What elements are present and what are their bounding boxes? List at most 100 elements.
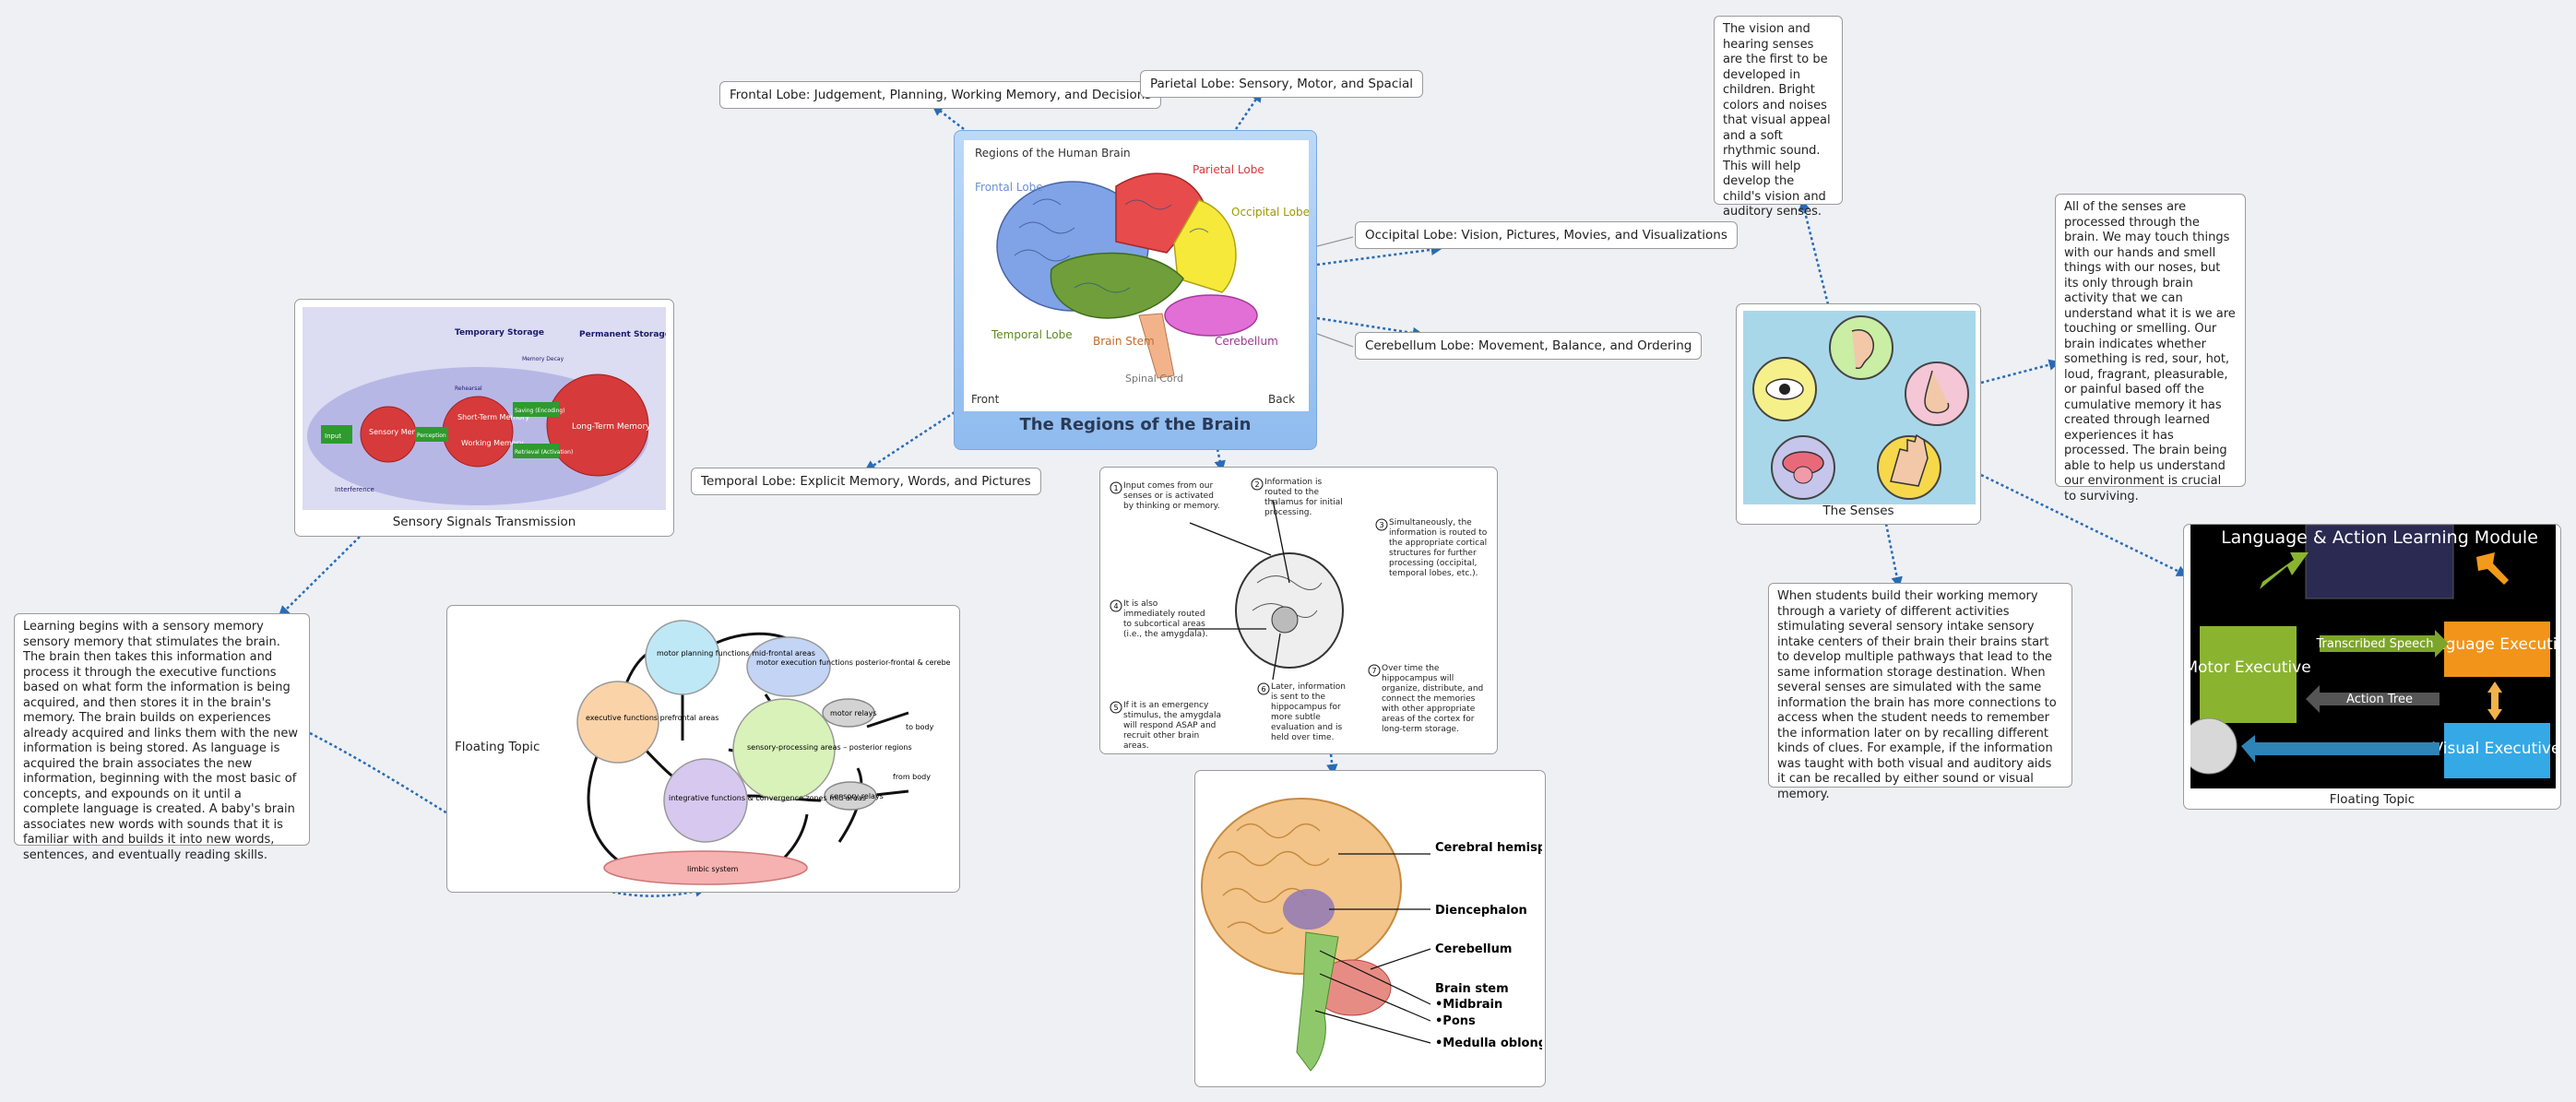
label-frontal: Frontal Lobe <box>975 181 1043 194</box>
num-6: 6 <box>1261 685 1265 693</box>
hand-icon <box>1890 433 1929 487</box>
floating-topic-module[interactable]: Language & Action Learning Module Motor … <box>2183 524 2561 810</box>
link-anatomy <box>1326 753 1338 776</box>
link-info <box>1214 448 1226 473</box>
robot-head-icon <box>2190 717 2238 775</box>
label-occipital: Occipital Lobe <box>1231 206 1309 219</box>
senses-image <box>1743 311 1976 504</box>
num-4: 4 <box>1113 602 1118 610</box>
label-brain-stem: Brain Stem <box>1093 335 1155 348</box>
node-limbic-system: limbic system <box>687 865 739 873</box>
info-step-4: It is also immediately routed to subcort… <box>1123 599 1208 639</box>
label-temporary-storage: Temporary Storage <box>455 328 544 338</box>
num-3: 3 <box>1379 521 1383 529</box>
topic-parietal-lobe[interactable]: Parietal Lobe: Sensory, Motor, and Spaci… <box>1140 70 1424 98</box>
node-integrative: integrative functions & convergence zone… <box>669 794 866 802</box>
brain-anatomy-topic[interactable]: Cerebral hemisphere Diencephalon Cerebel… <box>1194 770 1546 1087</box>
info-step-7: Over time the hippocampus will organize,… <box>1382 664 1484 734</box>
topic-occipital-lobe[interactable]: Occipital Lobe: Vision, Pictures, Movies… <box>1355 221 1738 249</box>
link-floating2 <box>1980 473 2189 576</box>
nose-icon <box>1924 370 1950 414</box>
label-working-memory: Working Memory <box>461 439 524 447</box>
language-executive-label: Language Executive <box>2417 635 2556 654</box>
label-parietal: Parietal Lobe <box>1193 163 1264 176</box>
module-title: Language & Action Learning Module <box>2221 527 2538 548</box>
orange-arrow-icon <box>2476 552 2509 585</box>
label-pons: •Pons <box>1435 1014 1476 1028</box>
topic-frontal-lobe[interactable]: Frontal Lobe: Judgement, Planning, Worki… <box>719 81 1162 109</box>
num-7: 7 <box>1371 667 1376 675</box>
action-tree-label: Action Tree <box>2346 693 2413 706</box>
label-back: Back <box>1268 393 1295 406</box>
label-memory-decay: Memory Decay <box>522 356 564 362</box>
info-step-5: If it is an emergency stimulus, the amyg… <box>1123 701 1222 749</box>
label-permanent-storage: Permanent Storage <box>579 330 666 339</box>
label-perception: Perception <box>417 433 446 439</box>
transcribed-speech-label: Transcribed Speech <box>2316 637 2434 651</box>
info-processing-topic[interactable]: 1 2 3 4 5 6 7 Input comes from our sense… <box>1099 467 1498 754</box>
label-input: Input <box>325 433 341 440</box>
floating-caption-1: Floating Topic <box>455 740 540 754</box>
info-step-3: Simultaneously, the information is route… <box>1389 518 1488 578</box>
node-sensory-processing: sensory-processing areas – posterior reg… <box>747 743 912 752</box>
label-cerebellum: Cerebellum <box>1215 335 1278 348</box>
brain-anatomy-image: Cerebral hemisphere Diencephalon Cerebel… <box>1201 798 1542 1072</box>
floating-topic-functions[interactable]: Floating Topic executive functions prefr… <box>446 605 960 893</box>
brain-functions-diagram: executive functions prefrontal areas mot… <box>576 620 950 885</box>
label-brainstem: Brain stem <box>1435 982 1509 996</box>
brain-regions-image: Regions of the Human Brain Frontal Lobe … <box>964 140 1309 411</box>
learning-note[interactable]: Learning begins with a sensory memory se… <box>14 613 310 862</box>
link-sensory <box>278 536 361 618</box>
label-front: Front <box>971 393 1000 406</box>
label-diencephalon: Diencephalon <box>1435 904 1527 918</box>
info-processing-diagram: 1 2 3 4 5 6 7 Input comes from our sense… <box>1110 478 1488 749</box>
label-short-term-memory: Short-Term Memory <box>457 413 529 421</box>
label-saving: Saving (Encoding) <box>515 408 565 414</box>
sensory-signals-topic[interactable]: Temporary Storage Permanent Storage Inpu… <box>294 299 674 537</box>
label-cerebral: Cerebral hemisphere <box>1435 841 1542 855</box>
node-motor-execution: motor execution functions posterior-fron… <box>756 658 950 667</box>
info-step-2: Information is routed to the thalamus fo… <box>1264 478 1343 517</box>
central-topic[interactable]: Regions of the Human Brain Frontal Lobe … <box>954 130 1317 450</box>
label-midbrain: •Midbrain <box>1435 998 1502 1012</box>
label-interference: Interference <box>335 486 374 493</box>
vision-note[interactable]: The vision and hearing senses are the fi… <box>1714 16 1843 219</box>
info-step-1: Input comes from our senses or is activa… <box>1123 481 1220 511</box>
green-arrow-icon <box>2260 552 2309 589</box>
central-title: The Regions of the Brain <box>1019 415 1252 434</box>
link-parietal <box>1234 89 1263 130</box>
link-cerebellum <box>1316 316 1425 339</box>
label-to-body: to body <box>906 723 934 731</box>
label-sensory-memory: Sensory Memory <box>369 428 432 436</box>
label-anatomy-cerebellum: Cerebellum <box>1435 942 1512 956</box>
sensory-caption: Sensory Signals Transmission <box>392 515 576 529</box>
motor-executive-label: Motor Executive <box>2190 658 2311 677</box>
link-temporal <box>863 410 956 472</box>
swap-arrow-icon <box>2487 681 2502 720</box>
sensory-diagram: Temporary Storage Permanent Storage Inpu… <box>303 307 666 510</box>
senses-note[interactable]: All of the senses are processed through … <box>2055 194 2246 504</box>
label-rehearsal: Rehearsal <box>455 385 482 392</box>
senses-caption: The Senses <box>1822 504 1894 518</box>
topic-cerebellum-lobe[interactable]: Cerebellum Lobe: Movement, Balance, and … <box>1355 332 1703 360</box>
node-motor-planning: motor planning functions mid-frontal are… <box>657 649 815 658</box>
ear-icon <box>1851 329 1875 370</box>
node-sensory-relays: sensory relays <box>830 792 884 800</box>
link-vision <box>1798 198 1830 305</box>
link-occipital <box>1316 243 1443 267</box>
num-2: 2 <box>1254 480 1259 489</box>
link-memory <box>1884 523 1903 589</box>
info-step-6: Later, information is sent to the hippoc… <box>1271 682 1346 742</box>
language-module-diagram: Language & Action Learning Module Motor … <box>2190 525 2556 788</box>
senses-topic[interactable]: The Senses <box>1736 303 1981 525</box>
working-memory-note[interactable]: When students build their working memory… <box>1768 583 2072 801</box>
label-temporal: Temporal Lobe <box>991 328 1073 341</box>
link-frontal <box>932 104 965 130</box>
node-executive-functions: executive functions prefrontal areas <box>586 714 718 722</box>
topic-temporal-lobe[interactable]: Temporal Lobe: Explicit Memory, Words, a… <box>691 468 1041 495</box>
link-senses-note <box>1980 359 2061 385</box>
input-arrow <box>321 425 352 444</box>
label-retrieval: Retrieval (Activation) <box>515 449 573 456</box>
label-long-term-memory: Long-Term Memory <box>572 422 651 432</box>
num-1: 1 <box>1113 484 1118 492</box>
